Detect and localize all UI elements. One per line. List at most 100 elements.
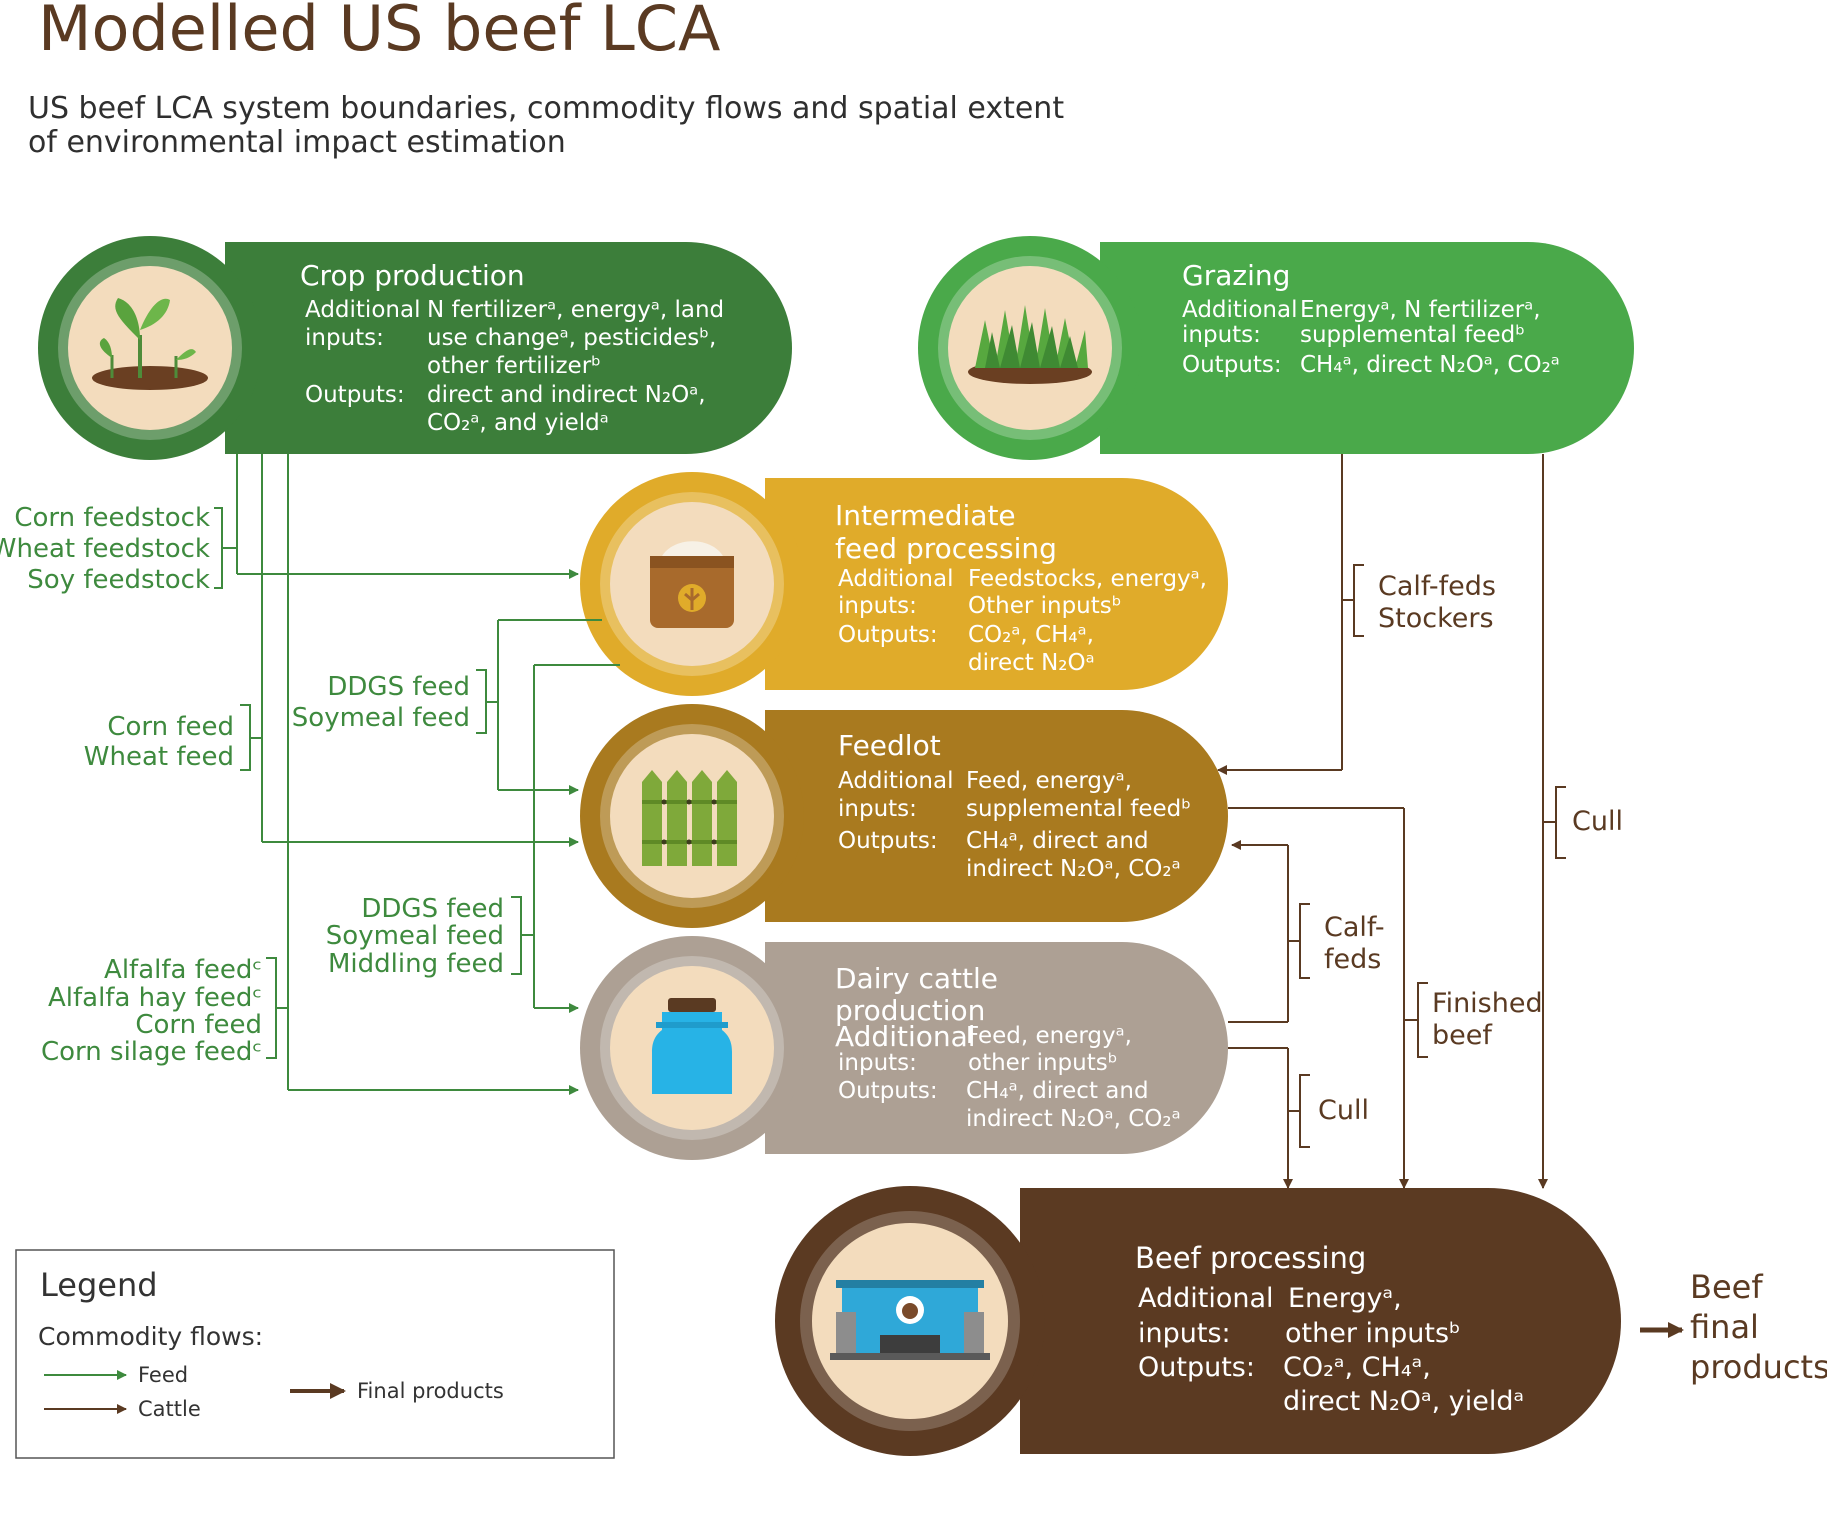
intermediate-outputs-1: CO₂ᵃ, CH₄ᵃ,: [968, 622, 1094, 648]
grazing-inputs-1: Energyᵃ, N fertilizerᵃ,: [1300, 297, 1541, 323]
milk-jug-icon-drawing: [652, 998, 732, 1094]
seedling-icon: [68, 266, 232, 430]
label-corn-feedstock: Corn feedstock: [14, 503, 210, 533]
intermediate-title-2: feed processing: [835, 532, 1057, 565]
grazing-label-inputs: inputs:: [1182, 322, 1261, 348]
label-finished-beef-1: Finished: [1432, 988, 1543, 1019]
label-ddgs-feed-2: DDGS feed: [361, 894, 504, 924]
intermediate-pill: [765, 478, 1228, 690]
label-calf-feds-1: Calf-: [1324, 912, 1385, 943]
legend: Legend Commodity flows: Feed Cattle Fina…: [15, 1249, 615, 1459]
cattle-flows: [1217, 454, 1548, 1189]
dairy-pill: [765, 942, 1228, 1154]
dairy-title-2: production: [835, 994, 985, 1027]
label-calf-feds-stockers-1: Calf-feds: [1378, 571, 1496, 602]
label-corn-feed-2: Corn feed: [135, 1010, 262, 1040]
crop-label-outputs: Outputs:: [305, 382, 405, 408]
label-middling-feed: Middling feed: [328, 949, 504, 979]
grazing-pill: [1100, 242, 1634, 454]
label-final-2: final: [1690, 1308, 1759, 1346]
label-cull-grazing: Cull: [1572, 806, 1623, 837]
grazing-outputs-1: CH₄ᵃ, direct N₂Oᵃ, CO₂ᵃ: [1300, 352, 1560, 378]
feedlot-pill: [765, 710, 1228, 922]
legend-cattle-label: Cattle: [138, 1397, 201, 1421]
dairy-outputs-2: indirect N₂Oᵃ, CO₂ᵃ: [966, 1106, 1181, 1132]
label-soymeal-feed-2: Soymeal feed: [326, 921, 504, 951]
beef-inputs-1: Energyᵃ,: [1288, 1283, 1402, 1314]
crop-pill: [225, 242, 792, 454]
subtitle-line-1: US beef LCA system boundaries, commodity…: [28, 91, 1064, 126]
fence-icon-drawing: [642, 770, 737, 866]
feedlot-inputs-1: Feed, energyᵃ,: [966, 768, 1132, 794]
crop-inputs-2: use changeᵃ, pesticidesᵇ,: [427, 325, 716, 351]
beef-title: Beef processing: [1135, 1241, 1366, 1275]
label-calf-feds-2: feds: [1324, 944, 1381, 975]
feed-flows: [236, 454, 620, 1095]
legend-subtitle: Commodity flows:: [38, 1322, 263, 1351]
page-title: Modelled US beef LCA: [38, 0, 720, 65]
feed-brackets: [214, 507, 534, 1059]
dairy-inputs-2: other inputsᵇ: [968, 1050, 1118, 1076]
label-alfalfa-feed: Alfalfa feedᶜ: [104, 955, 262, 985]
intermediate-inputs-2: Other inputsᵇ: [968, 593, 1122, 619]
beef-pill: [1020, 1188, 1621, 1454]
crop-inputs-3: other fertilizerᵇ: [427, 353, 601, 379]
legend-final-products-label: Final products: [357, 1379, 504, 1403]
dairy-title-1: Dairy cattle: [835, 962, 998, 995]
beef-outputs-1: CO₂ᵃ, CH₄ᵃ,: [1283, 1352, 1431, 1383]
feedlot-outputs-2: indirect N₂Oᵃ, CO₂ᵃ: [966, 856, 1181, 882]
grazing-label-additional: Additional: [1182, 297, 1297, 323]
label-alfalfa-hay-feed: Alfalfa hay feedᶜ: [48, 983, 262, 1013]
grazing-label-outputs: Outputs:: [1182, 352, 1282, 378]
beef-inputs-2: other inputsᵇ: [1285, 1318, 1461, 1349]
crop-label-additional: Additional: [305, 297, 420, 323]
dairy-inputs-1: Feed, energyᵃ,: [966, 1023, 1132, 1049]
stage-grazing: Grazing Additional inputs: Outputs: Ener…: [918, 236, 1634, 460]
intermediate-label-outputs: Outputs:: [838, 622, 938, 648]
legend-box: [15, 1249, 615, 1459]
crop-outputs-2: CO₂ᵃ, and yieldᵃ: [427, 410, 609, 436]
seedling-icon-drawing: [92, 298, 208, 390]
intermediate-title-1: Intermediate: [835, 499, 1016, 532]
legend-title: Legend: [40, 1266, 158, 1304]
intermediate-label-inputs: inputs:: [838, 593, 917, 619]
grass-icon-drawing: [968, 305, 1092, 384]
label-wheat-feedstock: Wheat feedstock: [0, 534, 210, 564]
dairy-label-additional: Additional: [835, 1020, 976, 1053]
feedlot-label-outputs: Outputs:: [838, 828, 938, 854]
label-final-1: Beef: [1690, 1268, 1763, 1306]
processing-plant-icon-drawing: [830, 1280, 990, 1360]
dairy-label-inputs: inputs:: [838, 1050, 917, 1076]
stage-feedlot: Feedlot Additional inputs: Outputs: Feed…: [580, 704, 1228, 928]
subtitle-line-2: of environmental impact estimation: [28, 125, 566, 160]
label-wheat-feed: Wheat feed: [84, 742, 234, 772]
label-finished-beef-2: beef: [1432, 1020, 1493, 1051]
dairy-outputs-1: CH₄ᵃ, direct and: [966, 1078, 1149, 1104]
label-soy-feedstock: Soy feedstock: [27, 565, 210, 595]
stage-beef-processing: Beef processing Additional inputs: Outpu…: [775, 1186, 1621, 1456]
label-cull-dairy: Cull: [1318, 1095, 1369, 1126]
beef-outputs-2: direct N₂Oᵃ, yieldᵃ: [1283, 1386, 1524, 1417]
grazing-inputs-2: supplemental feedᵇ: [1300, 322, 1525, 348]
cattle-labels: Calf-feds Stockers Calf- feds Finished b…: [1318, 571, 1623, 1126]
beef-label-additional: Additional: [1138, 1283, 1274, 1314]
label-corn-feed-1: Corn feed: [107, 712, 234, 742]
label-calf-feds-stockers-2: Stockers: [1378, 603, 1494, 634]
feedlot-label-inputs: inputs:: [838, 796, 917, 822]
feed-sack-icon-drawing: [650, 541, 734, 628]
feedlot-title: Feedlot: [838, 729, 941, 762]
feedlot-outputs-1: CH₄ᵃ, direct and: [966, 828, 1149, 854]
dairy-label-outputs: Outputs:: [838, 1078, 938, 1104]
intermediate-outputs-2: direct N₂Oᵃ: [968, 650, 1095, 676]
feedlot-inputs-2: supplemental feedᵇ: [966, 796, 1191, 822]
stage-crop-production: Crop production Additional inputs: Outpu…: [38, 236, 792, 460]
label-final-3: products: [1690, 1348, 1827, 1386]
beef-label-outputs: Outputs:: [1138, 1352, 1255, 1383]
stage-intermediate-feed-processing: Intermediate feed processing Additional …: [580, 472, 1228, 696]
crop-title: Crop production: [300, 259, 525, 292]
label-soymeal-feed-1: Soymeal feed: [292, 703, 470, 733]
legend-feed-label: Feed: [138, 1363, 188, 1387]
beef-label-inputs: inputs:: [1138, 1318, 1231, 1349]
crop-label-inputs: inputs:: [305, 325, 384, 351]
